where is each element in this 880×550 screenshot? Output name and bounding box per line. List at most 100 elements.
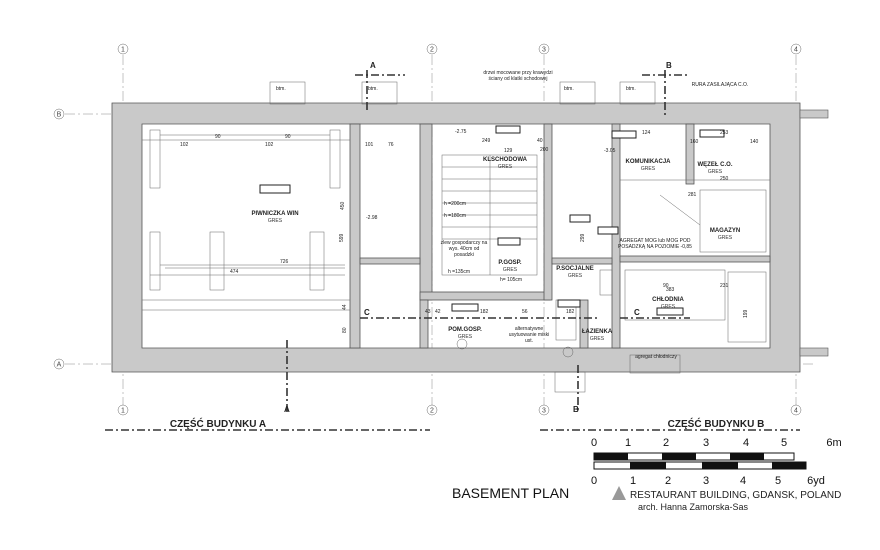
plan-title: BASEMENT PLAN <box>452 485 569 501</box>
room-boiler-floor: GRES <box>708 169 723 175</box>
room-bathroom-floor: GRES <box>590 336 605 342</box>
dimensions: 90 102 102 90 101 76 249 129 -2.75 40 12… <box>142 129 759 333</box>
room-storage-floor: GRES <box>718 235 733 241</box>
scale-bar-yards: 0 1 2 3 4 5 6yd <box>591 461 825 487</box>
section-lines: A A B B C C <box>105 61 800 431</box>
scale-m-5: 5 <box>781 437 787 449</box>
wine-racks <box>142 129 350 311</box>
room-cold-room-floor: GRES <box>661 304 676 310</box>
dim-40: 40 <box>537 138 543 144</box>
dim-90b: 90 <box>285 134 291 140</box>
dim-182a: 182 <box>480 309 489 315</box>
room-storage-name: MAGAZYN <box>710 228 740 234</box>
scale-m-2: 2 <box>663 437 669 449</box>
scale-m-0: 0 <box>591 437 597 449</box>
axis-2-bottom: 2 <box>430 408 434 415</box>
dim-76: 76 <box>388 142 394 148</box>
dim-299: 299 <box>580 233 586 242</box>
dim-90c: 90 <box>663 283 669 289</box>
axis-4-top: 4 <box>794 47 798 54</box>
dim-199: 199 <box>743 309 749 318</box>
dim-450: 450 <box>340 201 346 210</box>
dim-726: 726 <box>280 259 289 265</box>
room-bathroom-name: ŁAZIENKA <box>582 329 613 335</box>
title-block: BASEMENT PLAN RESTAURANT BUILDING, GDANS… <box>452 485 841 512</box>
building-part-labels: CZĘŚĆ BUDYNKU A CZĘŚĆ BUDYNKU B <box>170 417 764 430</box>
room-social-name: P.SOCJALNE <box>556 266 594 272</box>
stub-label-4: btm. <box>626 86 636 92</box>
dim-253: 253 <box>720 130 729 136</box>
note-h180: h =180cm <box>444 213 466 219</box>
dim-124: 124 <box>642 130 651 136</box>
aggregate-note: AGREGAT MOG lub MOG POD POSADZKĄ NA POZI… <box>618 238 692 250</box>
room-utility-gosp-name: P.GOSP. <box>498 260 521 266</box>
dim-80: 80 <box>342 327 348 333</box>
note-h105: h= 105cm <box>500 277 522 283</box>
dim-383: 383 <box>666 287 675 293</box>
dim-305: -3.05 <box>604 148 616 154</box>
dim-102a: 102 <box>180 142 189 148</box>
section-a-bottom: A <box>284 405 290 414</box>
scale-m-3: 3 <box>703 437 709 449</box>
dim-182b: 182 <box>566 309 575 315</box>
dim-102b: 102 <box>265 142 274 148</box>
notes: drzwi mocowane przy krawędzi ściany od k… <box>441 70 749 360</box>
room-wine-cellar-floor: GRES <box>268 218 283 224</box>
room-social-floor: GRES <box>568 273 583 279</box>
dim-42: 42 <box>435 309 441 315</box>
dim-298: -2.98 <box>366 215 378 221</box>
architect-logo-icon <box>612 486 626 500</box>
room-communication-floor: GRES <box>641 166 656 172</box>
scale-yd-3: 3 <box>703 475 709 487</box>
room-utility-pom-name: POM.GOSP. <box>448 327 482 333</box>
note-h135: h =135cm <box>448 269 470 275</box>
axis-4-bottom: 4 <box>794 408 798 415</box>
unit-note: agregat chłodniczy <box>635 354 677 360</box>
dim-599: 599 <box>339 233 345 242</box>
axis-A: A <box>57 362 62 369</box>
pipe-note: RURA ZASILAJĄCA C.O. <box>691 82 749 88</box>
dim-281: 281 <box>688 192 697 198</box>
grid-bubbles: 1 2 3 4 1 2 3 4 B A <box>53 43 802 416</box>
dim-200: 200 <box>540 147 549 153</box>
scale-yd-2: 2 <box>665 475 671 487</box>
room-cold-room-name: CHŁODNIA <box>652 297 684 303</box>
stub-label-3: btm. <box>564 86 574 92</box>
axis-1-bottom: 1 <box>121 408 125 415</box>
scale-yd-end: 6yd <box>807 475 825 487</box>
outer-walls <box>111 102 829 373</box>
section-b-top: B <box>666 61 672 70</box>
axis-3-top: 3 <box>542 47 546 54</box>
part-b-label: CZĘŚĆ BUDYNKU B <box>668 417 765 430</box>
dim-160: 160 <box>690 139 699 145</box>
room-labels: PIWNICZKA WIN GRES KLSCHODOWA GRES KOMUN… <box>251 157 740 342</box>
dim-56: 56 <box>522 309 528 315</box>
scale-yd-0: 0 <box>591 475 597 487</box>
axis-3-bottom: 3 <box>542 408 546 415</box>
exterior-stubs: btm. btm. btm. btm. <box>269 81 681 393</box>
dim-101: 101 <box>365 142 374 148</box>
section-c-left: C <box>364 308 370 317</box>
room-tags <box>259 125 725 316</box>
room-utility-pom-floor: GRES <box>458 334 473 340</box>
dim-275: -2.75 <box>455 129 467 135</box>
stub-label-1: btm. <box>276 86 286 92</box>
dim-231: 231 <box>720 283 729 289</box>
scale-yd-1: 1 <box>630 475 636 487</box>
dim-44: 44 <box>342 304 348 310</box>
section-a-top: A <box>370 61 376 70</box>
room-boiler-name: WĘZEŁ C.O. <box>698 162 733 168</box>
room-staircase-floor: GRES <box>498 164 513 170</box>
building-b-details <box>456 179 770 358</box>
building-subtitle: RESTAURANT BUILDING, GDANSK, POLAND <box>630 490 841 501</box>
dim-43: 43 <box>425 309 431 315</box>
dim-474: 474 <box>230 269 239 275</box>
interior-walls <box>349 123 771 349</box>
part-a-label: CZĘŚĆ BUDYNKU A <box>170 417 266 430</box>
room-utility-gosp-floor: GRES <box>503 267 518 273</box>
staircase <box>441 154 538 276</box>
scale-m-4: 4 <box>743 437 749 449</box>
room-wine-cellar-name: PIWNICZKA WIN <box>251 211 298 217</box>
room-staircase-name: KLSCHODOWA <box>483 157 528 163</box>
